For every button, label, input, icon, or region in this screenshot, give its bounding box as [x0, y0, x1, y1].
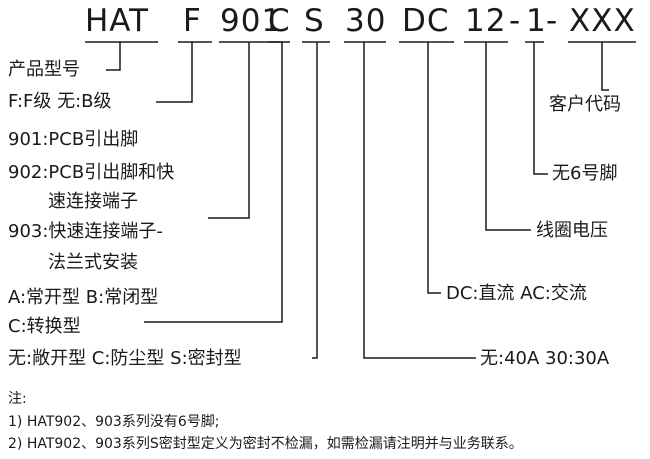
connector-coil — [485, 42, 531, 231]
connector-current — [363, 42, 476, 359]
label-current: 无:40A 30:30A — [480, 348, 610, 369]
label-pin-903-line2: 法兰式安装 — [48, 252, 138, 273]
label-no-pin6: 无6号脚 — [552, 163, 618, 184]
label-contact-ab: A:常开型 B:常闭型 — [8, 287, 159, 308]
connector-pin6 — [533, 42, 548, 175]
label-product-model: 产品型号 — [8, 59, 80, 80]
connector-grade — [156, 42, 193, 103]
code-s: S — [304, 3, 325, 39]
code-dc: DC — [402, 3, 450, 39]
connector-pin-type — [208, 42, 250, 219]
code-901: 901 — [220, 3, 283, 39]
label-coil-voltage: 线圈电压 — [536, 220, 608, 241]
code-separator-1: - — [509, 3, 522, 39]
connector-customer — [601, 42, 609, 91]
connector-contact — [144, 42, 283, 323]
notes-title: 注: — [8, 391, 27, 407]
label-pin-901: 901:PCB引出脚 — [8, 129, 139, 150]
code-12: 12 — [465, 3, 507, 39]
label-pin-903-line1: 903:快速连接端子- — [8, 221, 163, 242]
label-pin-902-line1: 902:PCB引出脚和快 — [8, 162, 175, 183]
code-hat: HAT — [85, 3, 150, 39]
label-contact-c: C:转换型 — [8, 316, 81, 337]
connector-product-model — [106, 42, 121, 71]
label-sealing: 无:敞开型 C:防尘型 S:密封型 — [8, 348, 242, 369]
code-separator-2: - — [546, 3, 559, 39]
code-1: 1 — [526, 3, 547, 39]
code-f: F — [183, 3, 202, 39]
label-dc-ac: DC:直流 AC:交流 — [446, 283, 587, 304]
label-customer-code: 客户代码 — [549, 94, 621, 115]
connector-sealing — [312, 42, 318, 359]
notes-line-1: 1) HAT902、903系列没有6号脚; — [8, 414, 220, 430]
connector-dc-ac — [427, 42, 441, 294]
notes-line-2: 2) HAT902、903系列S密封型定义为密封不检漏，如需检漏请注明并与业务联… — [8, 436, 523, 452]
label-grade: F:F级 无:B级 — [8, 91, 112, 112]
code-c: C — [268, 3, 291, 39]
code-30: 30 — [345, 3, 387, 39]
code-xxx: XXX — [569, 3, 636, 39]
label-pin-902-line2: 速连接端子 — [48, 191, 138, 212]
